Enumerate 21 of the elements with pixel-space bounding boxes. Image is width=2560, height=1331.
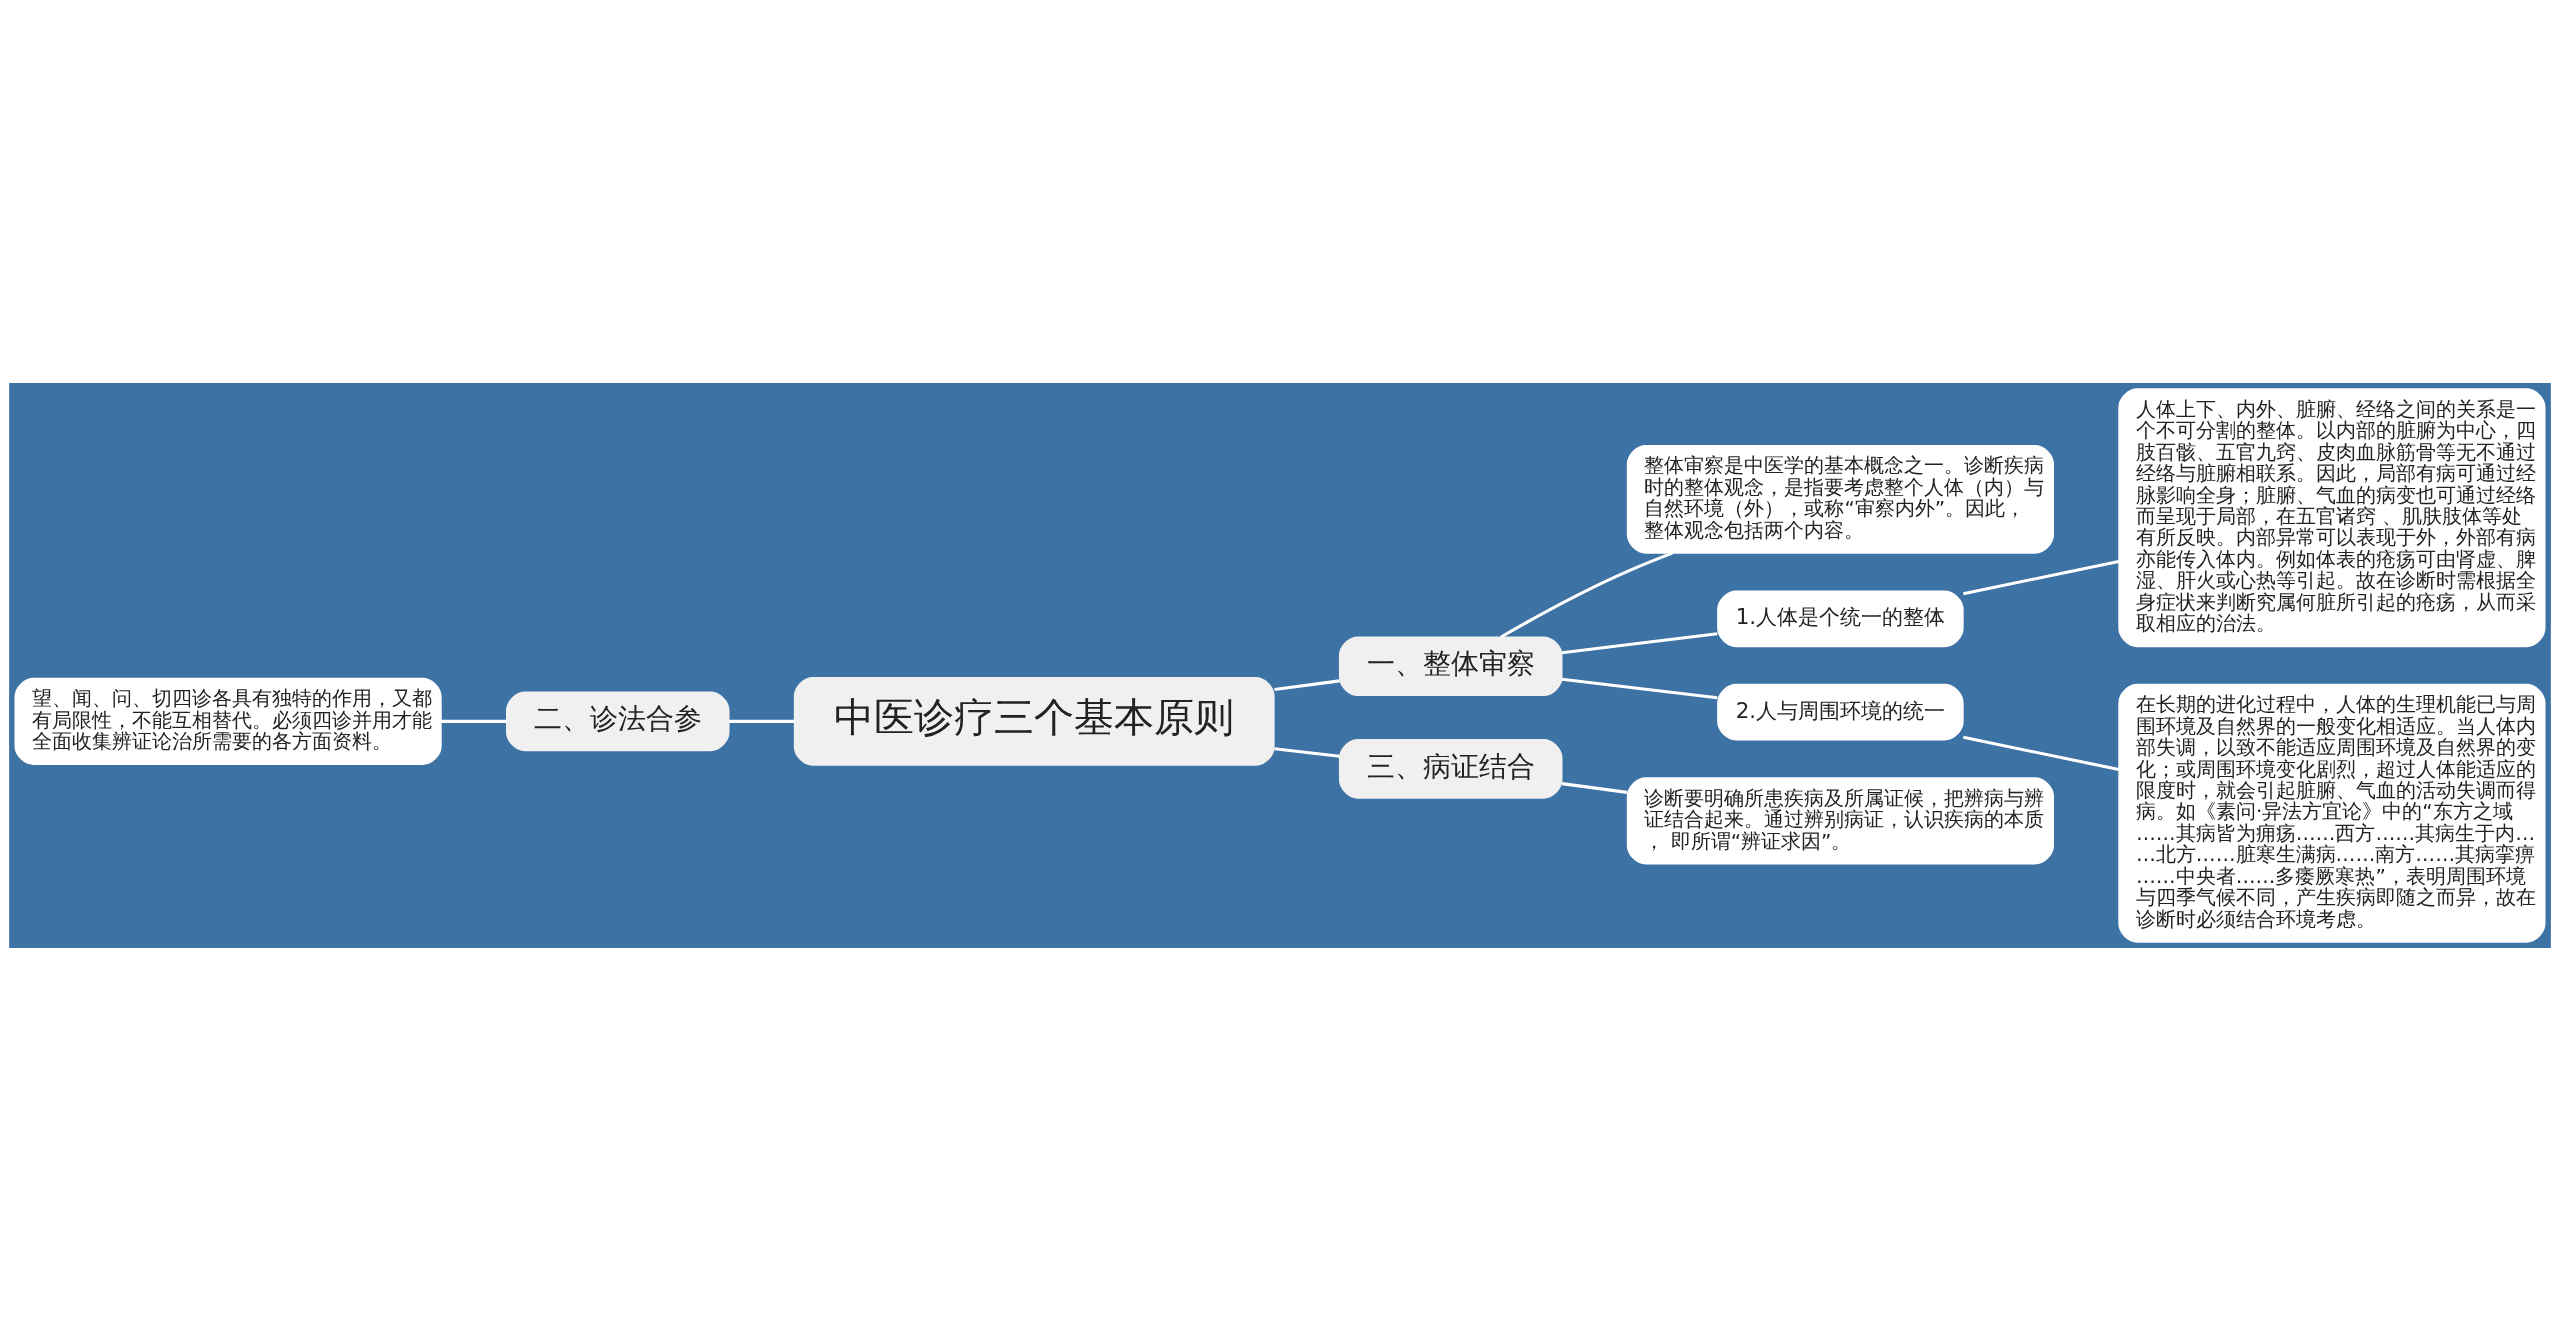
- node-box: 二、诊法合参: [506, 691, 730, 752]
- node-box: 诊断要明确所患疾病及所属证候，把辨病与辨证结合起来。通过辨别病证，认识疾病的本质， 即所谓“辨证求因”。: [1626, 777, 2054, 865]
- connector: [1963, 560, 2120, 596]
- node-box: 整体审察是中医学的基本概念之一。诊断疾病时的整体观念，是指要考虑整个人体（内）与自然环境（外），或称“审察内外”。因此，整体观念包括两个内容。: [1626, 445, 2054, 554]
- node-box: 在长期的进化过程中，人体的生理机能已与周围环境及自然界的一般变化相适应。当人体内部失调，以致不能适应周围环境及自然界的变化；或周围环境变化剧烈，超过人体能适应的限度时，就会引起脏腑、气血的活动失调而得病。如《素问·异法方宜论》中的“东方之域……其病皆为痈疡……西方……其病生于内……北方……脏寒生满病……南方……其病挛痹……中央者……多痿厥寒热”，表明周围环境与四季气候不同，产生疾病即随之而异，故在诊断时必须结合环境考虑。: [2118, 683, 2546, 943]
- connector: [1274, 679, 1340, 692]
- connector: [1561, 632, 1718, 655]
- connector: [441, 719, 507, 723]
- connector: [1500, 551, 1673, 639]
- connector: [729, 719, 795, 723]
- node-box: 望、闻、问、切四诊各具有独特的作用，又都有局限性，不能互相替代。必须四诊并用才能全面收集辨证论治所需要的各方面资料。: [14, 677, 442, 766]
- node-box: 1.人体是个统一的整体: [1717, 590, 1964, 648]
- node-box: 三、病证结合: [1338, 739, 1563, 799]
- connector: [1561, 677, 1718, 700]
- node-box: 2.人与周围环境的统一: [1717, 683, 1964, 741]
- node-box: 一、整体审察: [1338, 636, 1563, 697]
- node-box: 人体上下、内外、脏腑、经络之间的关系是一个不可分割的整体。以内部的脏腑为中心，四肢百骸、五官九窍、皮肉血脉筋骨等无不通过经络与脏腑相联系。因此，局部有病可通过经脉影响全身；脏腑、气血的病变也可通过经络而呈现于局部，在五官诸窍 、肌肤肢体等处有所反映。内部异常可以表现于外，外部有病亦能传入体内。例如体表的疮疡可由肾虚、脾湿、肝火或心热等引起。故在诊断时需根据全身症状来判断究属何脏所引起的疮疡，从而采取相应的治法。: [2118, 388, 2546, 648]
- node-box: 中医诊疗三个基本原则: [793, 677, 1275, 766]
- connector: [1561, 782, 1628, 794]
- connector: [1963, 735, 2120, 771]
- connector: [1274, 747, 1340, 758]
